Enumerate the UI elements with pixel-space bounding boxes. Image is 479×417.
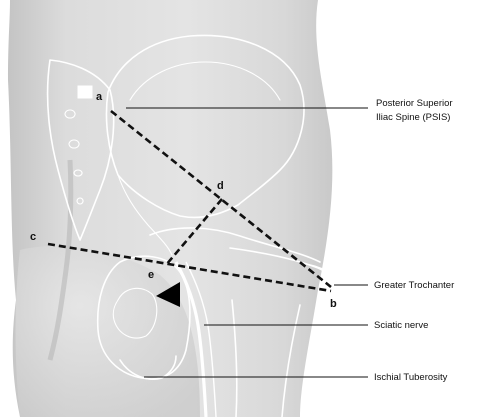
point-label-d: d [217, 180, 224, 192]
label-greater-trochanter: Greater Trochanter [374, 280, 454, 291]
point-label-e: e [148, 269, 154, 281]
point-label-a: a [96, 91, 103, 103]
point-label-b: b [330, 298, 337, 310]
label-psis-line1: Posterior Superior [376, 98, 453, 109]
point-label-c: c [30, 231, 36, 243]
label-psis-line2: Iliac Spine (PSIS) [376, 112, 450, 123]
psis-marker [78, 86, 92, 98]
label-ischial-tuberosity: Ischial Tuberosity [374, 372, 448, 383]
label-sciatic-nerve: Sciatic nerve [374, 320, 428, 331]
